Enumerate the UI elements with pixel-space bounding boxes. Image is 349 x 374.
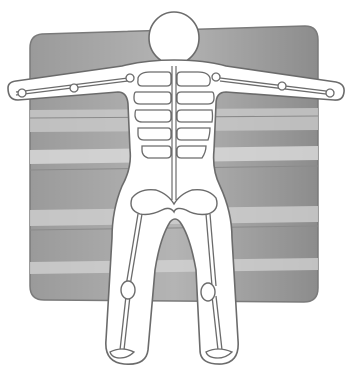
feet	[110, 349, 232, 358]
head	[149, 12, 199, 64]
